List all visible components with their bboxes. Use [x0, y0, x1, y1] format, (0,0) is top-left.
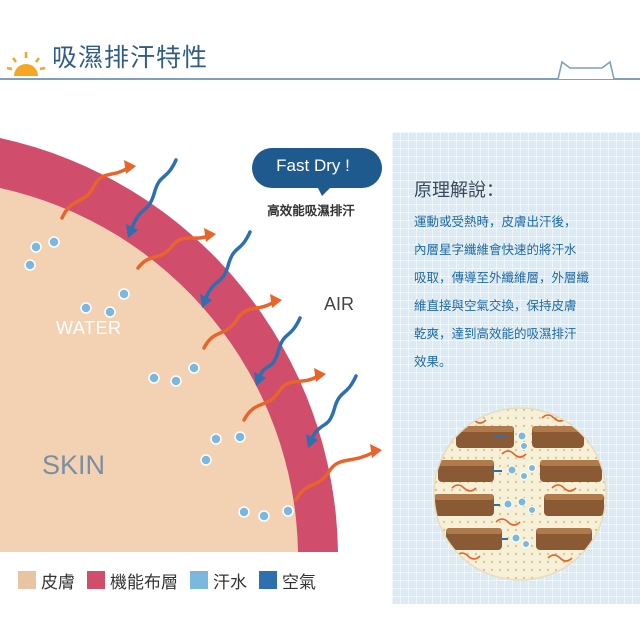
legend-swatch — [18, 571, 36, 589]
panel-title: 原理解說： — [414, 180, 504, 201]
fabric-layer — [0, 138, 338, 552]
cat-ears-icon — [557, 60, 615, 80]
sweat-droplet — [188, 362, 200, 374]
heat-arrow-head — [204, 228, 216, 242]
sweat-droplet — [200, 454, 212, 466]
sweat-droplet — [48, 236, 60, 248]
legend-item-sweat: 汗水 — [190, 568, 247, 593]
sweat-droplet — [104, 306, 116, 318]
sweat-droplet — [148, 372, 160, 384]
legend-label: 皮膚 — [41, 572, 75, 593]
heat-arrow — [242, 374, 320, 422]
air-arrow-head — [200, 294, 212, 308]
legend-item-air: 空氣 — [259, 568, 316, 593]
legend-swatch — [87, 571, 105, 589]
page-title: 吸濕排汗特性 — [52, 43, 209, 72]
sweat-droplet — [24, 259, 36, 271]
fiber-cross-section — [433, 407, 607, 581]
skin-fabric-diagram — [0, 138, 382, 552]
air-arrow — [258, 316, 302, 378]
sweat-droplet — [238, 506, 250, 518]
air-arrow-head — [126, 224, 138, 238]
heat-arrow — [202, 300, 276, 350]
legend-swatch — [259, 571, 277, 589]
legend-label: 汗水 — [213, 572, 247, 593]
legend-item-skin: 皮膚 — [18, 568, 75, 593]
sweat-droplet — [30, 241, 42, 253]
legend-label: 空氣 — [282, 572, 316, 593]
heat-arrow — [60, 166, 130, 220]
heat-arrow — [294, 450, 376, 502]
panel-text-line: 吸取，傳導至外纖維層，外層纖 — [414, 270, 590, 285]
heat-arrow-head — [370, 444, 382, 458]
bubble-title: Fast Dry ! — [276, 156, 350, 175]
legend-swatch — [190, 571, 208, 589]
heat-arrow-head — [124, 160, 136, 174]
sweat-droplet — [118, 288, 130, 300]
air-arrow — [130, 158, 178, 230]
legend-item-fabric: 機能布層 — [87, 568, 178, 593]
sweat-droplet — [258, 510, 270, 522]
heat-arrow-head — [270, 294, 282, 308]
panel-text-line: 乾爽，達到高效能的吸濕排汗 — [414, 326, 577, 341]
sweat-droplet — [282, 505, 294, 517]
air-arrow-head — [306, 434, 318, 448]
heat-arrow — [136, 234, 210, 270]
sweat-droplet — [170, 375, 182, 387]
page-header: 吸濕排汗特性 — [0, 0, 640, 88]
panel-text-line: 運動或受熱時，皮膚出汗後， — [414, 214, 577, 229]
legend: 皮膚 機能布層 汗水 空氣 — [18, 567, 328, 593]
air-arrow — [310, 374, 358, 440]
sweat-droplet — [210, 433, 222, 445]
sweat-droplet — [234, 431, 246, 443]
heat-arrow-head — [314, 368, 326, 382]
skin-region — [0, 188, 298, 552]
panel-text-line: 內層星字纖維會快速的將汗水 — [414, 242, 577, 257]
air-arrow-head — [254, 372, 266, 386]
header-divider — [0, 78, 640, 80]
skin-label: SKIN — [42, 450, 106, 480]
air-label: AIR — [324, 294, 355, 314]
panel-body: 運動或受熱時，皮膚出汗後， 內層星字纖維會快速的將汗水 吸取，傳導至外纖維層，外… — [414, 208, 632, 376]
bubble-shape — [252, 148, 382, 196]
air-arrow — [204, 230, 252, 300]
panel-text-line: 效果。 — [414, 354, 452, 369]
sun-icon — [6, 52, 46, 76]
water-label: WATER — [56, 318, 122, 338]
sweat-droplet — [80, 302, 92, 314]
legend-label: 機能布層 — [110, 572, 178, 593]
panel-text-line: 維直接與空氣交換，保持皮膚 — [414, 298, 577, 313]
bubble-subtitle: 高效能吸濕排汗 — [267, 203, 355, 218]
